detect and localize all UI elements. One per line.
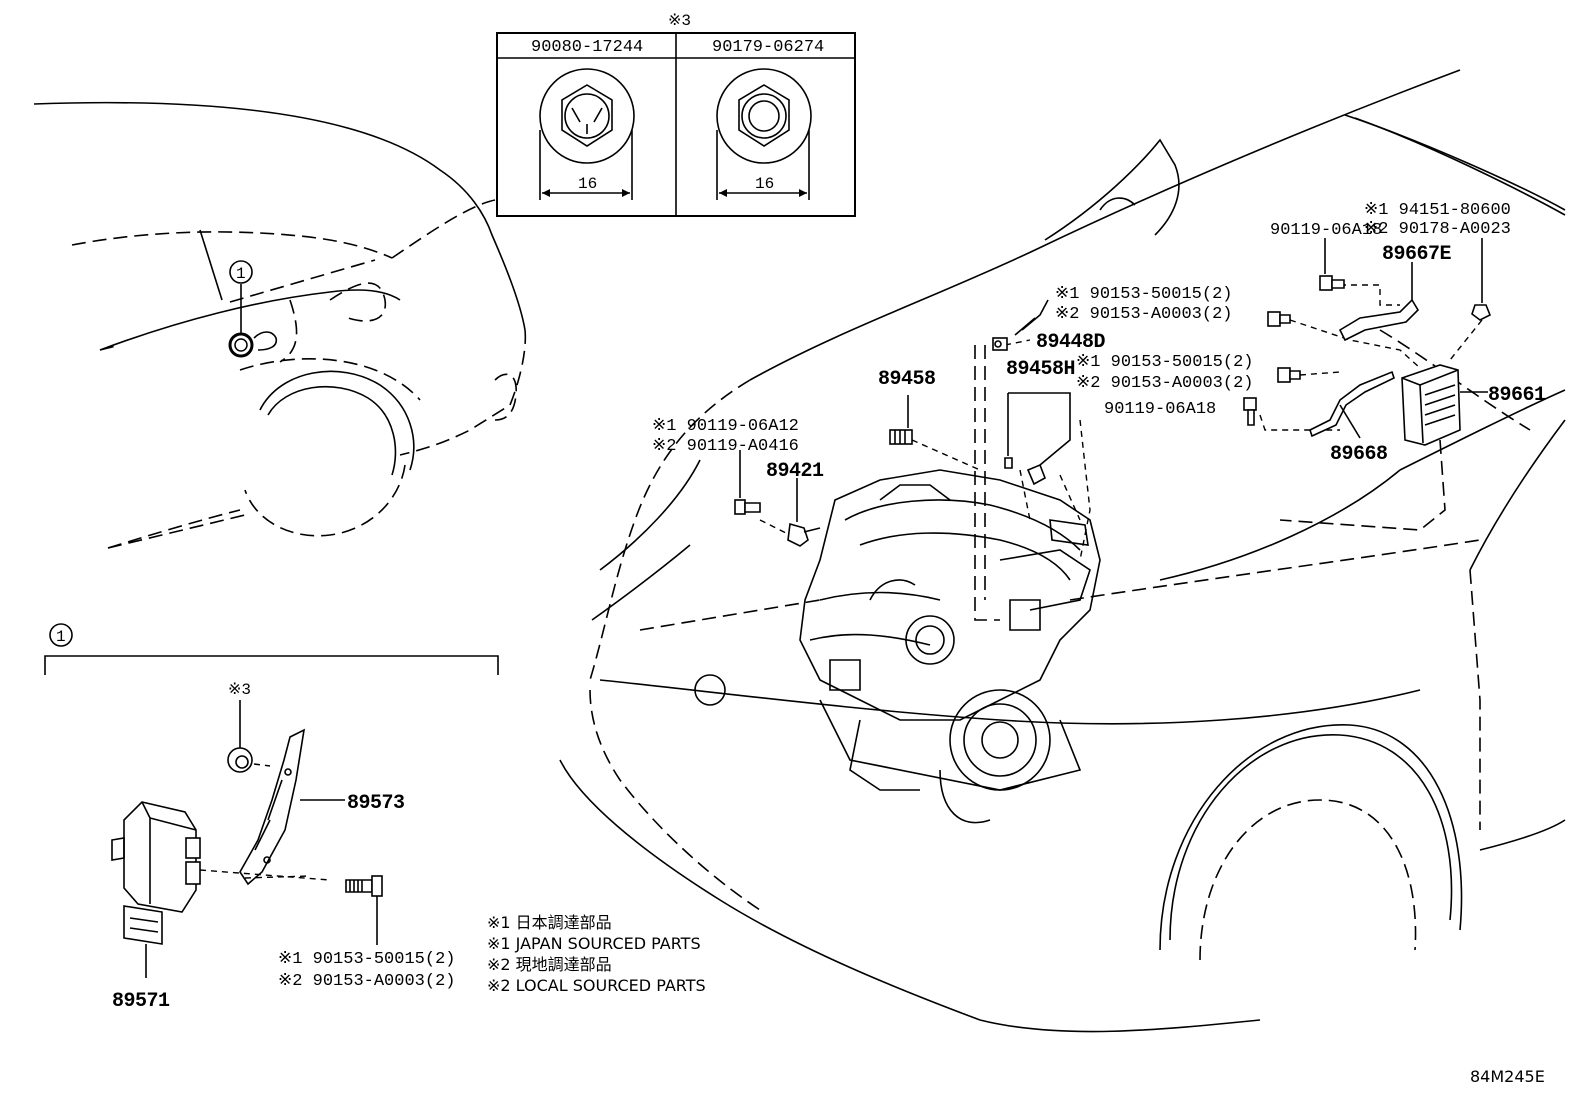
nut-spec-table: ※3 90080-17244 90179-06274 16 16 xyxy=(496,12,856,217)
label-89668: 89668 xyxy=(1330,443,1388,466)
label-89573: 89573 xyxy=(347,792,405,815)
part-labels: ※1 94151-80600 ※2 90178-A0023 90119-06A1… xyxy=(652,201,1547,483)
nut-table-part-2: 90179-06274 xyxy=(712,38,824,57)
nut-table-size-1: 16 xyxy=(578,175,597,193)
vehicle-front-view xyxy=(559,69,1566,1033)
legend-line-1: ※1 日本調達部品 xyxy=(487,913,612,932)
legend-line-4: ※2 LOCAL SOURCED PARTS xyxy=(487,976,706,995)
label-94151: ※1 94151-80600 xyxy=(1364,201,1511,220)
label-89458: 89458 xyxy=(878,368,936,391)
label-89667e: 89667E xyxy=(1382,243,1452,266)
flange-nut-icon xyxy=(227,747,253,773)
label-89448d: 89448D xyxy=(1036,331,1106,354)
label-90178: ※2 90178-A0023 xyxy=(1364,220,1511,239)
legend-line-3: ※2 現地調達部品 xyxy=(487,955,612,974)
label-detail-bolt-2: ※2 90153-A0003(2) xyxy=(278,972,455,991)
detail-marker: 1 xyxy=(56,628,66,646)
label-90119-a0416: ※2 90119-A0416 xyxy=(652,437,799,456)
detail-nut-mark: ※3 xyxy=(228,681,251,699)
engine-assembly-icon xyxy=(799,469,1101,824)
nut-table-mark: ※3 xyxy=(668,12,691,30)
bolt-90119-06a18-top-icon xyxy=(1319,275,1345,291)
sensor-89421-icon xyxy=(787,522,821,547)
diagram-code: 84M245E xyxy=(1470,1067,1545,1086)
bracket-89573-icon xyxy=(239,728,306,886)
nut-table-part-1: 90080-17244 xyxy=(531,38,643,57)
label-top-bolt-1: ※1 90153-50015(2) xyxy=(1055,285,1232,304)
bolt-90119-06a12-icon xyxy=(734,499,761,515)
detail-group-1: 1 ※3 89573 89571 xyxy=(44,623,499,1013)
sensor-89458h-icon xyxy=(1004,457,1046,486)
label-90119-06a18-top: 90119-06A18 xyxy=(1270,221,1382,240)
label-top-bolt-2: ※2 90153-A0003(2) xyxy=(1055,305,1232,324)
assembly-leaders xyxy=(759,284,1483,621)
label-detail-bolt-1: ※1 90153-50015(2) xyxy=(278,950,455,969)
label-mid-bolt-1: ※1 90153-50015(2) xyxy=(1076,353,1253,372)
vehicle-rear-view: 1 xyxy=(33,101,527,549)
bolt-icon xyxy=(345,875,383,897)
label-89458h: 89458H xyxy=(1006,358,1075,381)
nut-94151-icon xyxy=(1471,304,1492,321)
rear-sensor-location xyxy=(228,332,254,358)
label-89571: 89571 xyxy=(112,990,170,1013)
ecu-89571-icon xyxy=(111,801,201,945)
ecu-89661-icon xyxy=(1401,364,1461,446)
flange-nut-2-icon xyxy=(716,68,812,164)
label-mid-bolt-2: ※2 90153-A0003(2) xyxy=(1076,374,1253,393)
bolt-90153-mid-icon xyxy=(1277,367,1301,383)
nut-table-size-2: 16 xyxy=(755,175,774,193)
bracket-89667e-icon xyxy=(1338,298,1420,342)
bracket-89668-icon xyxy=(1309,370,1395,438)
label-90119-06a12: ※1 90119-06A12 xyxy=(652,417,799,436)
legend-line-2: ※1 JAPAN SOURCED PARTS xyxy=(487,934,701,953)
sourcing-legend: ※1 日本調達部品 ※1 JAPAN SOURCED PARTS ※2 現地調達… xyxy=(487,913,706,995)
sensor-89448d-icon xyxy=(992,337,1008,351)
flange-nut-1-icon xyxy=(539,68,635,164)
bolt-90153-top-icon xyxy=(1267,311,1291,327)
bolt-90119-06a18-mid-icon xyxy=(1243,397,1257,426)
label-89421: 89421 xyxy=(766,460,824,483)
knock-sensor-89458-icon xyxy=(889,429,913,445)
label-89661: 89661 xyxy=(1488,384,1546,407)
rear-callout-marker: 1 xyxy=(236,265,246,283)
label-90119-06a18-mid: 90119-06A18 xyxy=(1104,400,1216,419)
